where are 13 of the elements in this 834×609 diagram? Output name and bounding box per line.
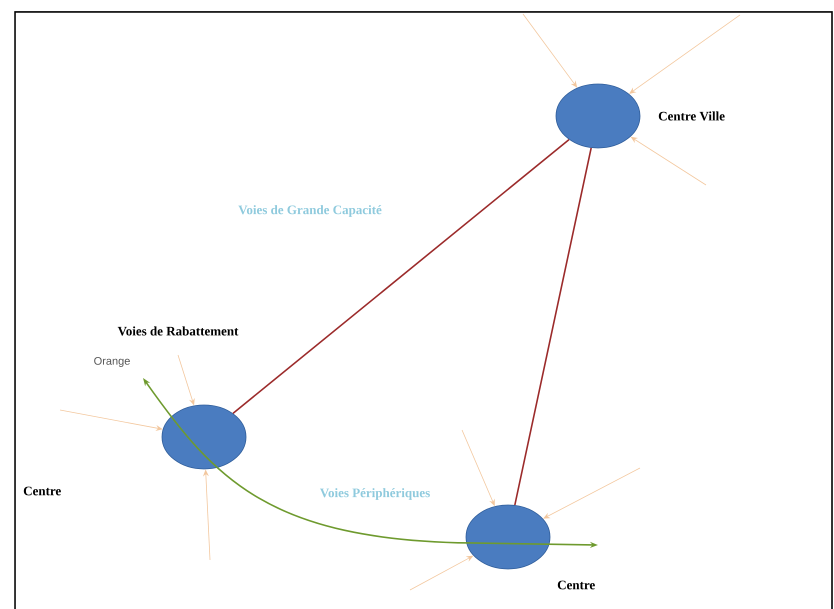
place-label: Centre [22, 486, 62, 496]
arrow [629, 14, 740, 94]
road-line [232, 139, 570, 414]
city-circle [556, 84, 640, 148]
place-label: Centre Ville [658, 111, 725, 121]
place-label: Centre [558, 580, 595, 590]
city-circle [162, 404, 246, 470]
label-text: Voies Périphériques [318, 487, 432, 501]
label-text: Voies de Rabattement [116, 325, 240, 337]
edge-label: Voies de Grande Capacité [238, 205, 382, 217]
label-text: Orange [92, 356, 132, 368]
road-line [514, 148, 592, 506]
city-circle [466, 504, 550, 570]
